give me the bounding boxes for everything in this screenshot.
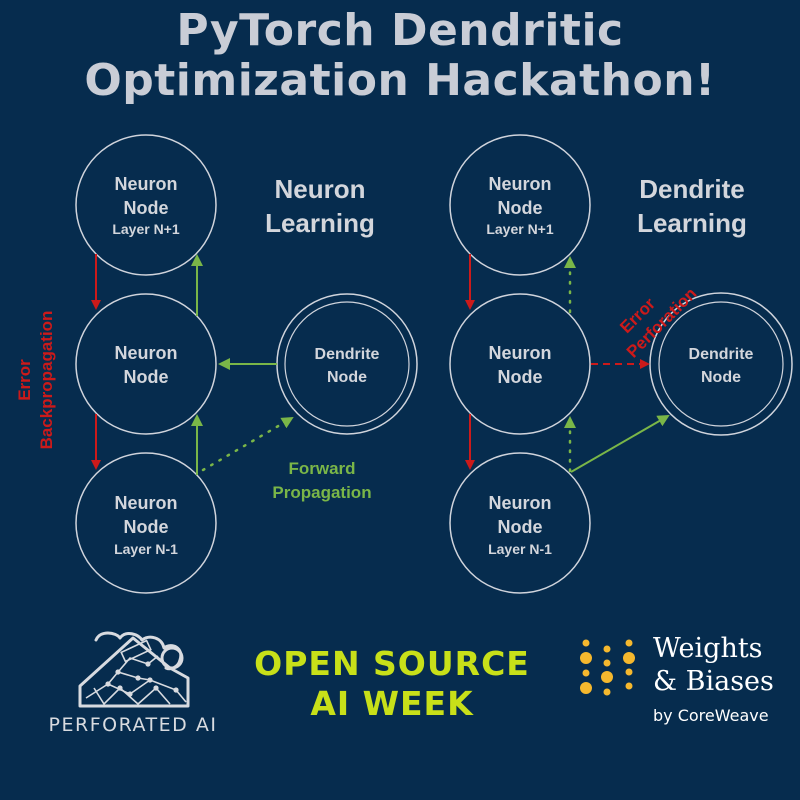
svg-text:Layer N+1: Layer N+1 xyxy=(486,221,554,237)
svg-text:Node: Node xyxy=(124,198,169,218)
neuron-node-layer-n-minus-1-right: Neuron Node Layer N-1 xyxy=(449,452,591,594)
svg-text:Node: Node xyxy=(498,198,543,218)
green-arrow-to-dendrite-right xyxy=(570,415,670,473)
open-source-ai-week-logo: OPEN SOURCE AI WEEK xyxy=(232,644,552,724)
wandb-wordmark: Weights & Biases xyxy=(653,632,774,698)
neuron-node-layer-n-plus-1: Neuron Node Layer N+1 xyxy=(75,134,217,276)
dendrite-learning-heading-1: Dendrite xyxy=(639,174,744,204)
error-perforation-label: Error Perforation xyxy=(616,284,700,362)
osaw-line-1: OPEN SOURCE xyxy=(254,644,530,683)
dendrite-node-left: Dendrite Node xyxy=(276,293,418,435)
svg-text:Node: Node xyxy=(498,367,543,387)
svg-text:Layer N-1: Layer N-1 xyxy=(114,541,178,557)
osaw-line-2: AI WEEK xyxy=(310,684,474,723)
title-line-1: PyTorch Dendritic xyxy=(176,5,624,56)
weights-and-biases-logo: Weights & Biases by CoreWeave xyxy=(575,632,795,732)
neuron-node-layer-n-minus-1: Neuron Node Layer N-1 xyxy=(75,452,217,594)
svg-text:Neuron: Neuron xyxy=(489,493,552,513)
forward-label-1: Forward xyxy=(288,459,355,478)
svg-text:Dendrite: Dendrite xyxy=(315,346,380,363)
pie-slice-circuit-icon xyxy=(78,631,190,708)
perforated-ai-logo: PERFORATED AI xyxy=(38,628,228,748)
dendrite-learning-heading-2: Learning xyxy=(637,208,747,238)
svg-text:Neuron: Neuron xyxy=(489,343,552,363)
svg-text:Dendrite: Dendrite xyxy=(689,346,754,363)
svg-text:Node: Node xyxy=(701,369,741,386)
svg-text:Neuron: Neuron xyxy=(489,174,552,194)
svg-text:Layer N+1: Layer N+1 xyxy=(112,221,180,237)
neuron-learning-heading-1: Neuron xyxy=(275,174,366,204)
svg-text:Node: Node xyxy=(124,367,169,387)
svg-text:Backpropagation: Backpropagation xyxy=(37,311,56,450)
wandb-dots-icon xyxy=(580,639,635,696)
svg-text:Neuron: Neuron xyxy=(115,174,178,194)
svg-text:Node: Node xyxy=(327,369,367,386)
svg-text:Neuron: Neuron xyxy=(115,493,178,513)
neuron-node-middle-right: Neuron Node xyxy=(449,293,591,435)
page-title: PyTorch Dendritic Optimization Hackathon… xyxy=(0,6,800,106)
neuron-node-middle: Neuron Node xyxy=(75,293,217,435)
forward-label-2: Propagation xyxy=(272,483,371,502)
svg-text:Neuron: Neuron xyxy=(115,343,178,363)
svg-text:Layer N-1: Layer N-1 xyxy=(488,541,552,557)
green-dotted-arrow-to-dendrite xyxy=(201,416,294,472)
perforated-ai-wordmark: PERFORATED AI xyxy=(48,714,218,736)
title-line-2: Optimization Hackathon! xyxy=(84,55,716,106)
dendrite-learning-panel: Dendrite Learning Neuron Node Layer N+1 … xyxy=(449,134,793,594)
coreweave-byline: by CoreWeave xyxy=(653,706,769,725)
dendrite-node-right: Dendrite Node xyxy=(649,292,793,436)
svg-text:Node: Node xyxy=(124,517,169,537)
wandb-line-2: & Biases xyxy=(653,666,774,697)
error-backpropagation-label: Error Backpropagation xyxy=(15,311,56,450)
neuron-learning-panel: Neuron Learning Neuron Node Layer N+1 Ne… xyxy=(15,134,418,594)
neuron-learning-heading-2: Learning xyxy=(265,208,375,238)
neuron-node-layer-n-plus-1-right: Neuron Node Layer N+1 xyxy=(449,134,591,276)
svg-text:Node: Node xyxy=(498,517,543,537)
svg-text:Error: Error xyxy=(15,359,34,401)
wandb-line-1: Weights xyxy=(653,633,763,664)
